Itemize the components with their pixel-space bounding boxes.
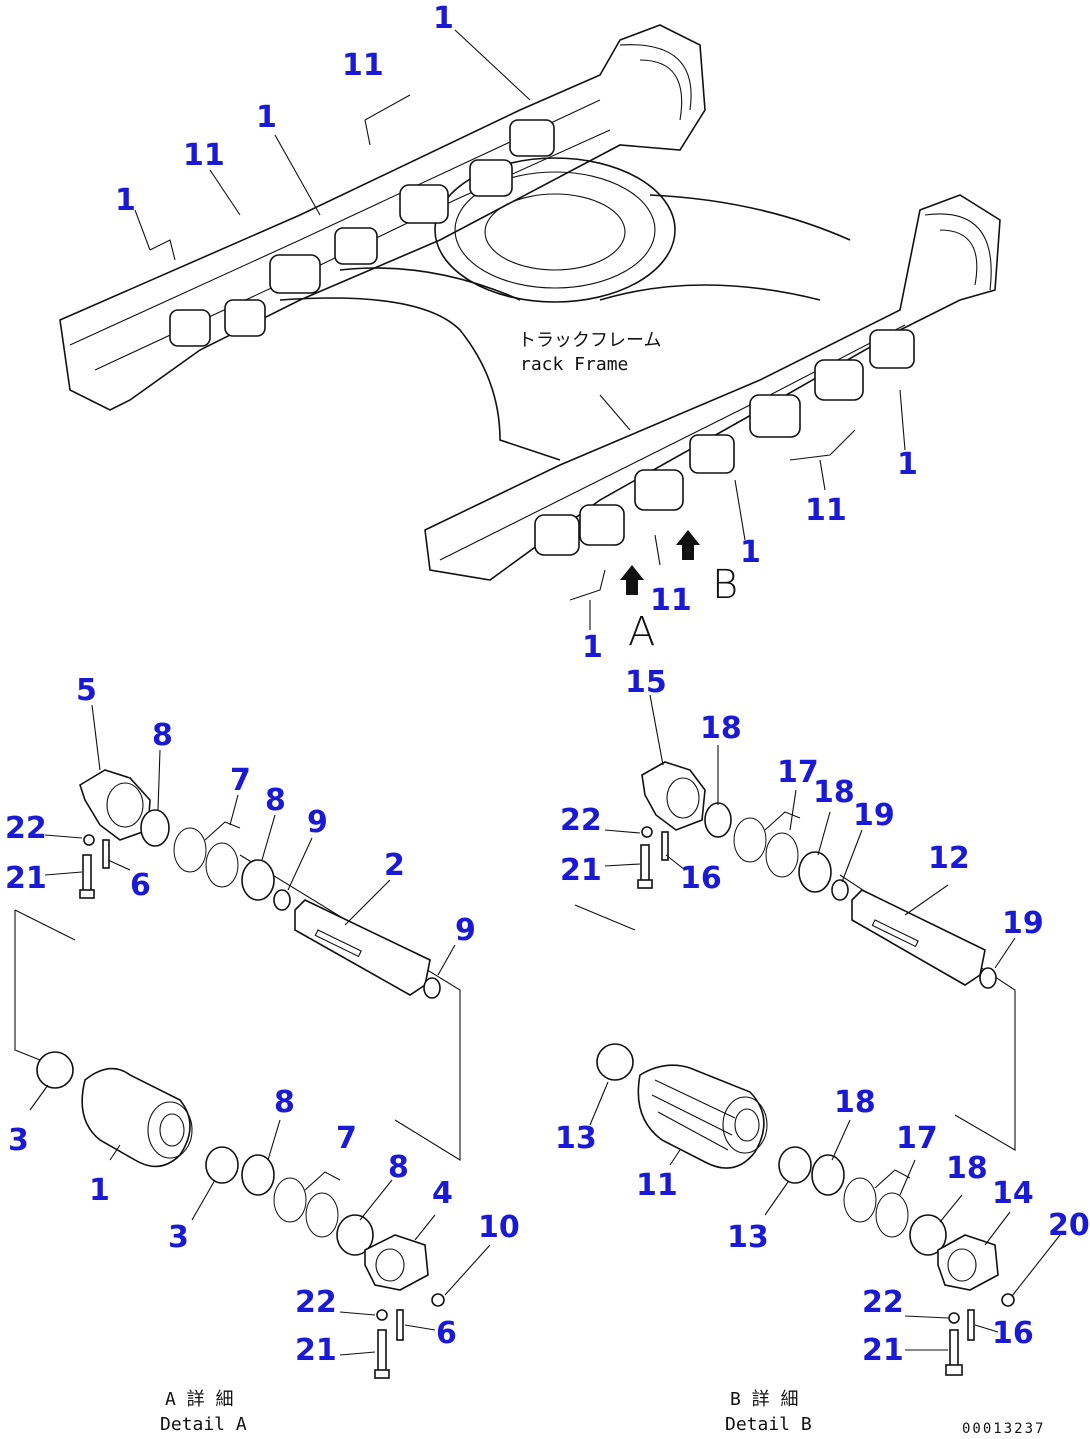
view-arrow-b bbox=[676, 530, 700, 560]
callout-3: 3 bbox=[168, 1220, 189, 1255]
track-frame-assembly bbox=[59, 24, 1001, 630]
callout-15: 15 bbox=[625, 665, 667, 700]
callout-11: 11 bbox=[636, 1168, 678, 1203]
callout-20: 20 bbox=[1048, 1208, 1090, 1243]
callout-18: 18 bbox=[813, 775, 855, 810]
callout-21: 21 bbox=[862, 1333, 904, 1368]
callout-19: 19 bbox=[1002, 906, 1044, 941]
detail-b-title-en: Detail B bbox=[725, 1414, 812, 1435]
callout-1: 1 bbox=[256, 100, 277, 135]
view-letter-a: A bbox=[628, 609, 655, 655]
callout-22: 22 bbox=[862, 1285, 904, 1320]
callout-1: 1 bbox=[897, 447, 918, 482]
drawing-number: 00013237 bbox=[962, 1421, 1045, 1437]
callout-8: 8 bbox=[388, 1150, 409, 1185]
callout-18: 18 bbox=[834, 1085, 876, 1120]
detail-a-exploded-view bbox=[14, 704, 491, 1379]
callout-16: 16 bbox=[992, 1316, 1034, 1351]
track-frame-label-jp: トラックフレーム bbox=[518, 330, 661, 351]
callout-6: 6 bbox=[130, 868, 151, 903]
detail-a-title-en: Detail A bbox=[160, 1414, 247, 1435]
callout-22: 22 bbox=[5, 811, 47, 846]
callout-9: 9 bbox=[307, 805, 328, 840]
callout-22: 22 bbox=[560, 803, 602, 838]
callout-17: 17 bbox=[896, 1121, 938, 1156]
callout-2: 2 bbox=[384, 848, 405, 883]
detail-b-exploded-view bbox=[574, 694, 1061, 1376]
upper-rollers-left bbox=[169, 119, 555, 347]
callout-18: 18 bbox=[700, 711, 742, 746]
detail-a-title-jp: A 詳 細 bbox=[165, 1389, 234, 1410]
callout-1: 1 bbox=[115, 183, 136, 218]
callout-1: 1 bbox=[582, 630, 603, 665]
callout-11: 11 bbox=[342, 48, 384, 83]
callout-13: 13 bbox=[555, 1121, 597, 1156]
callout-16: 16 bbox=[680, 861, 722, 896]
callout-5: 5 bbox=[76, 673, 97, 708]
callout-6: 6 bbox=[436, 1316, 457, 1351]
callout-14: 14 bbox=[992, 1176, 1034, 1211]
callout-1: 1 bbox=[740, 535, 761, 570]
lower-rollers-right bbox=[534, 329, 915, 556]
callout-3: 3 bbox=[8, 1123, 29, 1158]
callout-21: 21 bbox=[295, 1333, 337, 1368]
callout-8: 8 bbox=[152, 718, 173, 753]
callout-21: 21 bbox=[5, 861, 47, 896]
callout-7: 7 bbox=[230, 763, 251, 798]
callout-11: 11 bbox=[650, 583, 692, 618]
callout-9: 9 bbox=[455, 913, 476, 948]
detail-b-title-jp: B 詳 細 bbox=[730, 1389, 799, 1410]
track-frame-label-en: rack Frame bbox=[520, 354, 628, 375]
callout-17: 17 bbox=[777, 755, 819, 790]
callout-8: 8 bbox=[274, 1085, 295, 1120]
callout-4: 4 bbox=[432, 1176, 453, 1211]
callout-8: 8 bbox=[265, 783, 286, 818]
view-arrow-a bbox=[620, 565, 644, 595]
callout-11: 11 bbox=[183, 138, 225, 173]
callout-22: 22 bbox=[295, 1285, 337, 1320]
callout-12: 12 bbox=[928, 841, 970, 876]
callout-1: 1 bbox=[433, 1, 454, 36]
callout-19: 19 bbox=[853, 798, 895, 833]
callout-7: 7 bbox=[336, 1121, 357, 1156]
callout-11: 11 bbox=[805, 493, 847, 528]
callout-10: 10 bbox=[478, 1210, 520, 1245]
callout-21: 21 bbox=[560, 853, 602, 888]
callout-13: 13 bbox=[727, 1220, 769, 1255]
view-letter-b: B bbox=[712, 562, 738, 608]
callout-1: 1 bbox=[89, 1173, 110, 1208]
callout-18: 18 bbox=[946, 1151, 988, 1186]
